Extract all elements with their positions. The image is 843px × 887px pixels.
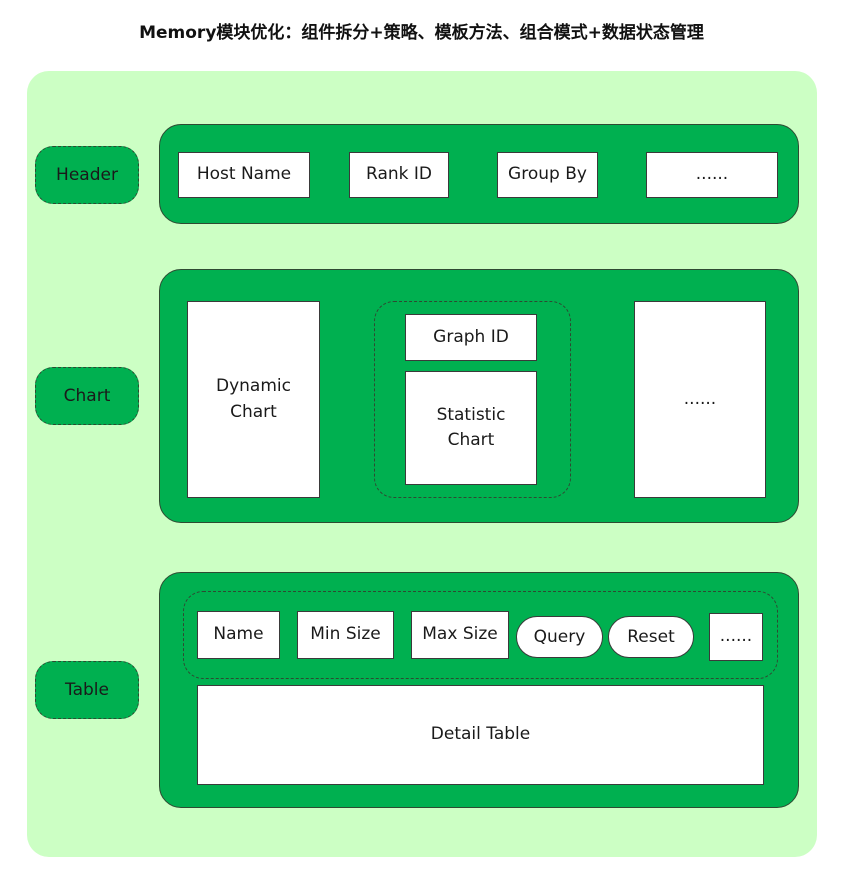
- header-more-box: ......: [646, 152, 778, 198]
- table-section: Name Min Size Max Size Query Reset .....…: [159, 572, 799, 808]
- label-chart: Chart: [35, 367, 139, 425]
- query-button[interactable]: Query: [516, 616, 603, 658]
- chart-section: Dynamic Chart Graph ID Statistic Chart .…: [159, 269, 799, 523]
- label-header: Header: [35, 146, 139, 204]
- name-filter-box: Name: [197, 611, 280, 659]
- statistic-chart-box: Statistic Chart: [405, 371, 537, 485]
- statistic-chart-group: [374, 301, 571, 498]
- group-by-box: Group By: [497, 152, 598, 198]
- detail-table-box: Detail Table: [197, 685, 764, 785]
- dynamic-chart-box: Dynamic Chart: [187, 301, 320, 498]
- chart-more-box: ......: [634, 301, 766, 498]
- min-size-filter-box: Min Size: [297, 611, 394, 659]
- reset-button[interactable]: Reset: [608, 616, 694, 658]
- header-section: Host Name Rank ID Group By ......: [159, 124, 799, 224]
- max-size-filter-box: Max Size: [411, 611, 509, 659]
- rank-id-box: Rank ID: [349, 152, 449, 198]
- filter-bar-group: [183, 591, 778, 679]
- label-table: Table: [35, 661, 139, 719]
- graph-id-box: Graph ID: [405, 314, 537, 361]
- host-name-box: Host Name: [178, 152, 310, 198]
- filter-more-box: ......: [709, 613, 763, 661]
- page-title: Memory模块优化：组件拆分+策略、模板方法、组合模式+数据状态管理: [139, 23, 704, 43]
